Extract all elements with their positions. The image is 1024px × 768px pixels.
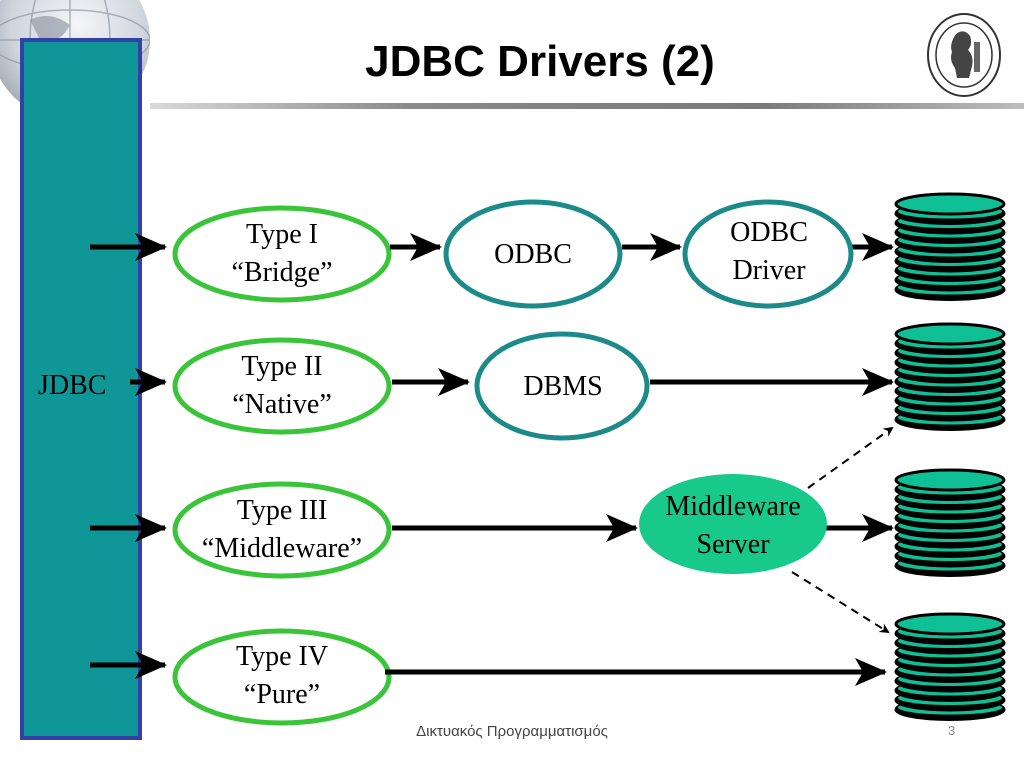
university-seal-icon [927,13,1001,97]
odbc-driver-line1: ODBC [730,217,808,248]
database-disk [894,612,1006,636]
type2-label: Type II “Native” [182,348,382,424]
dashed-arrow-middleware-db2 [807,426,894,489]
title-underline [150,103,1024,109]
type1-kind: “Bridge” [231,257,333,288]
type4-name: Type IV [235,641,329,672]
database-stack-icon [894,612,1006,721]
type3-ellipse [172,481,392,579]
odbc-driver-label: ODBC Driver [686,214,852,290]
database-stack-icon [894,192,1006,301]
middleware-line1: Middleware [665,491,801,522]
database-disk [894,192,1006,216]
type3-name: Type III [236,495,328,526]
jdbc-bar [20,38,142,740]
footer-text: Δικτυακός Προγραμματισμός [416,723,608,740]
type4-label: Type IV “Pure” [182,638,382,714]
type1-name: Type I [246,219,318,250]
database-stack-icon [894,468,1006,577]
odbc-driver-ellipse [682,199,854,309]
middleware-ellipse [639,474,827,574]
dbms-label: DBMS [523,371,603,402]
type2-name: Type II [241,351,323,382]
dbms-ellipse [474,331,650,441]
type3-label: Type III “Middleware” [168,492,396,568]
database-stack-icon [894,322,1006,431]
database-disk [894,468,1006,492]
type2-kind: “Native” [232,389,332,420]
type4-ellipse [172,628,392,726]
type1-label: Type I “Bridge” [182,216,382,292]
jdbc-label: JDBC [38,370,107,401]
middleware-line2: Server [696,529,770,560]
page-number: 3 [948,723,956,738]
odbc-ellipse [443,199,623,309]
database-disk [894,322,1006,346]
type1-ellipse [172,205,392,303]
dashed-arrow-middleware-db4 [791,571,890,634]
odbc-driver-line2: Driver [732,255,806,286]
slide-title: JDBC Drivers (2) [365,37,715,86]
type3-kind: “Middleware” [201,533,363,564]
type2-ellipse [172,337,392,435]
middleware-label: Middleware Server [640,488,826,564]
type4-kind: “Pure” [243,679,321,710]
odbc-label: ODBC [494,239,572,270]
